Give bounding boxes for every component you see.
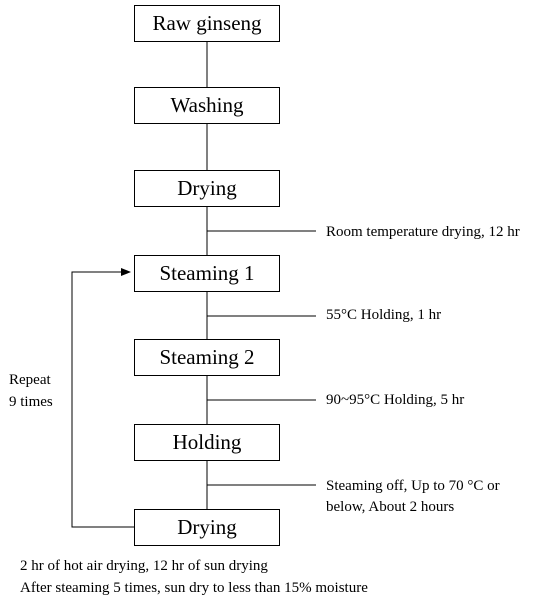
step-label: Raw ginseng [152, 11, 262, 35]
repeat-label-line2: 9 times [9, 394, 53, 410]
step-raw-ginseng: Raw ginseng [134, 5, 280, 42]
step-label: Washing [170, 93, 244, 117]
note-90-95c-holding: 90~95°C Holding, 5 hr [326, 392, 465, 408]
step-washing: Washing [134, 87, 280, 124]
step-steaming-2: Steaming 2 [134, 339, 280, 376]
step-label: Drying [177, 515, 237, 539]
repeat-loop-line [71, 268, 134, 528]
step-label: Holding [172, 430, 242, 454]
step-label: Drying [177, 176, 237, 200]
footer-note-line1: 2 hr of hot air drying, 12 hr of sun dry… [20, 558, 268, 574]
step-label: Steaming 2 [159, 345, 255, 369]
note-steaming-off-line2: below, About 2 hours [326, 499, 455, 515]
step-drying: Drying [134, 170, 280, 207]
repeat-label-line1: Repeat [9, 372, 51, 388]
footer-note-line2: After steaming 5 times, sun dry to less … [20, 580, 368, 596]
note-55c-holding: 55°C Holding, 1 hr [326, 307, 442, 323]
step-final-drying: Drying [134, 509, 280, 546]
step-holding: Holding [134, 424, 280, 461]
note-room-temp-drying: Room temperature drying, 12 hr [326, 224, 520, 240]
step-label: Steaming 1 [159, 261, 255, 285]
note-steaming-off-line1: Steaming off, Up to 70 °C or [326, 478, 500, 494]
step-steaming-1: Steaming 1 [134, 255, 280, 292]
